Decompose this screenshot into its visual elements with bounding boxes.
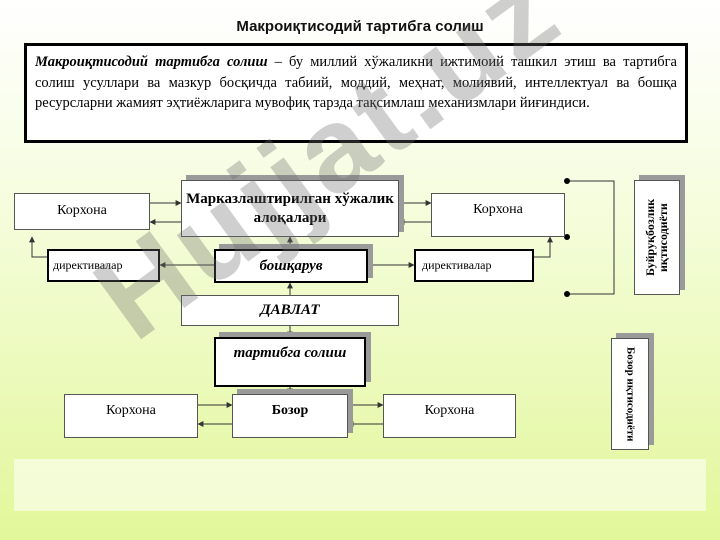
directives-right-label: директивалар xyxy=(422,258,492,272)
page-title: Макроиқтисодий тартибга солиш xyxy=(236,18,484,35)
state-box: ДАВЛАТ xyxy=(181,295,399,326)
management-box: бошқарув xyxy=(214,249,368,283)
enterprise-left-top-label: Корхона xyxy=(57,203,107,218)
directives-left-label: директивалар xyxy=(53,258,123,272)
directives-left-box: директивалар xyxy=(47,249,160,282)
enterprise-left-bottom-label: Корхона xyxy=(106,403,156,418)
regulation-label: тартибга солиш xyxy=(233,345,347,361)
enterprise-right-bottom-label: Корхона xyxy=(424,403,475,418)
definition-box: Макроиқтисодий тартибга солиш – бу милли… xyxy=(24,43,688,143)
central-relations-label: Марказлаштирилган хўжалик алоқалари xyxy=(186,190,394,226)
market-label: Бозор xyxy=(271,403,309,418)
bottom-panel xyxy=(14,459,706,511)
enterprise-right-bottom: Корхона xyxy=(383,394,516,438)
state-label: ДАВЛАТ xyxy=(260,302,320,318)
central-relations-box: Марказлаштирилган хўжалик алоқалари xyxy=(181,180,399,237)
command-economy-box: Буйруқбозлик иқтисодиёти xyxy=(634,180,680,295)
regulation-box: тартибга солиш xyxy=(214,337,366,387)
definition-text: – бу миллий хўжаликни ижтимоий ташкил эт… xyxy=(35,54,677,111)
market-box: Бозор xyxy=(232,394,348,438)
enterprise-left-top: Корхона xyxy=(14,193,150,230)
directives-right-box: директивалар xyxy=(414,249,534,282)
enterprise-right-top: Корхона xyxy=(431,193,565,237)
definition-term: Макроиқтисодий тартибга солиш xyxy=(35,54,268,70)
enterprise-left-bottom: Корхона xyxy=(64,394,198,438)
market-economy-box: Бозор иқтисодиёти xyxy=(611,338,649,450)
management-label: бошқарув xyxy=(259,257,323,274)
market-economy-label: Бозор иқтисодиёти xyxy=(624,346,637,442)
command-economy-label: Буйруқбозлик иқтисодиёти xyxy=(643,198,670,277)
enterprise-right-top-label: Корхона xyxy=(473,202,523,217)
